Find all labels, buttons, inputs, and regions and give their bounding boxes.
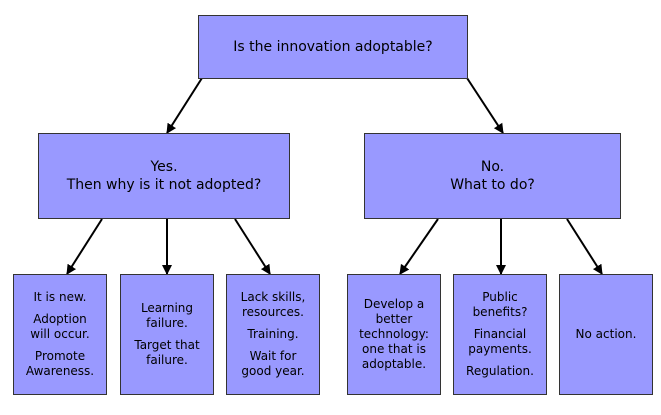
leaf-5-text-1: Public benefits? — [472, 290, 528, 319]
leaf-box-learning-failure: Learning failure. Target that failure. — [120, 274, 214, 395]
no-line-2: What to do? — [450, 177, 535, 193]
leaf-3-text-1: Lack skills, resources. — [240, 290, 306, 319]
root-question-box: Is the innovation adoptable? — [198, 15, 468, 79]
leaf-1-text-2: Adoption will occur. — [30, 312, 90, 341]
leaf-6-text-1: No action. — [575, 327, 637, 341]
leaf-2-text-2: Target that failure. — [134, 338, 200, 367]
leaf-3-text-3: Wait for good year. — [241, 349, 305, 378]
leaf-3-text-2: Training. — [247, 327, 299, 341]
root-question-text: Is the innovation adoptable? — [233, 39, 433, 55]
leaf-box-no-action: No action. — [559, 274, 653, 395]
no-line-1: No. — [480, 159, 505, 175]
leaf-1-text-1: It is new. — [33, 290, 87, 304]
arrow-no-to-leaf-4 — [399, 218, 439, 275]
yes-line-1: Yes. — [150, 159, 178, 175]
leaf-box-lack-skills: Lack skills, resources. Training. Wait f… — [226, 274, 320, 395]
leaf-5-text-3: Regulation. — [466, 364, 534, 378]
yes-line-2: Then why is it not adopted? — [66, 177, 262, 193]
arrow-root-to-no — [466, 77, 504, 134]
arrow-root-to-yes — [166, 77, 203, 134]
leaf-box-public-benefits: Public benefits? Financial payments. Reg… — [453, 274, 547, 395]
arrow-yes-to-leaf-1 — [66, 218, 103, 275]
leaf-5-text-2: Financial payments. — [468, 327, 532, 356]
leaf-4-text-1: Develop a better technology: one that is… — [359, 297, 429, 371]
leaf-2-text-1: Learning failure. — [140, 301, 194, 330]
leaf-box-develop-technology: Develop a better technology: one that is… — [347, 274, 441, 395]
no-box: No. What to do? — [364, 133, 621, 219]
arrow-yes-to-leaf-3 — [234, 218, 271, 275]
leaf-box-new: It is new. Adoption will occur. Promote … — [13, 274, 107, 395]
arrow-no-to-leaf-6 — [566, 218, 603, 275]
leaf-1-text-3: Promote Awareness. — [25, 349, 95, 378]
yes-box: Yes. Then why is it not adopted? — [38, 133, 290, 219]
